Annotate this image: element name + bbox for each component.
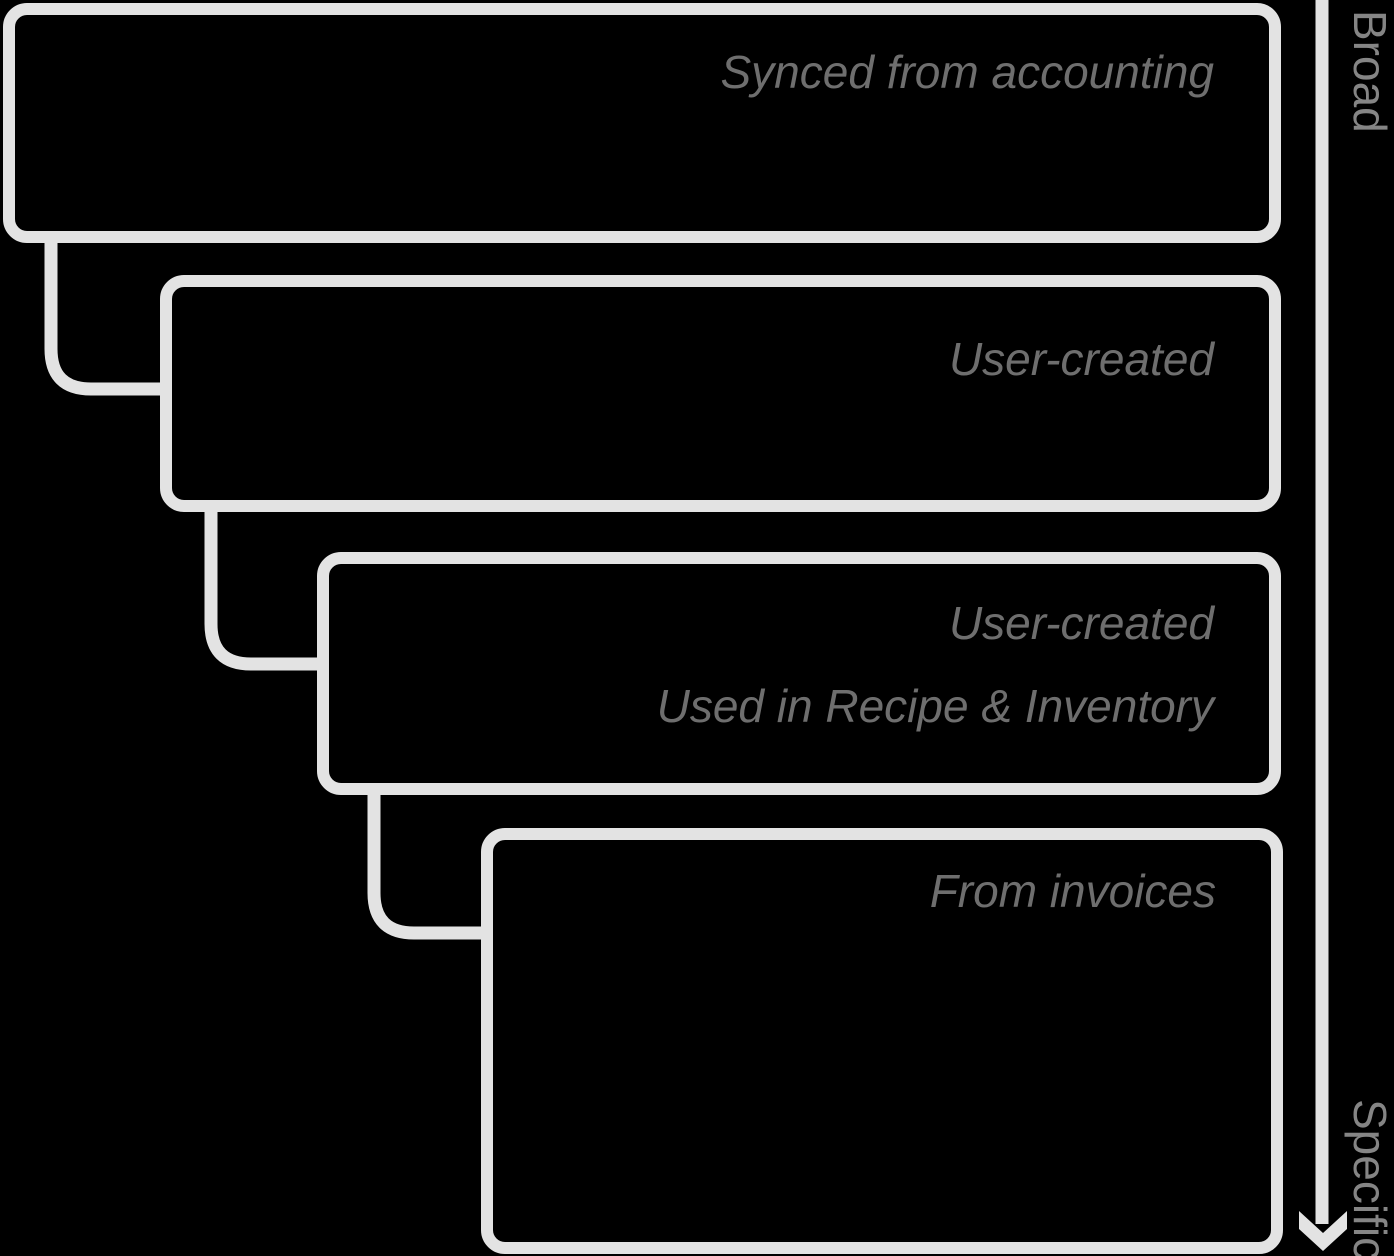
connector-level-3-to-4	[367, 788, 491, 940]
broad-to-specific-arrow	[1299, 0, 1347, 1251]
box-annotation: Used in Recipe & Inventory	[656, 680, 1214, 733]
axis-label-specific: Specific	[1344, 1098, 1394, 1256]
level-3-box: User-created Used in Recipe & Inventory	[317, 552, 1281, 795]
level-2-box: User-created	[160, 275, 1281, 512]
box-annotation: User-created	[948, 597, 1214, 649]
box-annotation: Synced from accounting	[720, 46, 1215, 98]
level-1-box: Synced from accounting	[3, 3, 1281, 243]
arrow-down-head-icon	[1299, 1211, 1347, 1251]
box-annotation: User-created	[948, 333, 1214, 385]
axis-label-broad: Broad	[1344, 10, 1394, 133]
connector-level-1-to-2	[44, 236, 170, 396]
level-4-box: From invoices	[481, 828, 1283, 1254]
connector-level-2-to-3	[204, 506, 327, 671]
box-annotation: From invoices	[929, 865, 1216, 917]
